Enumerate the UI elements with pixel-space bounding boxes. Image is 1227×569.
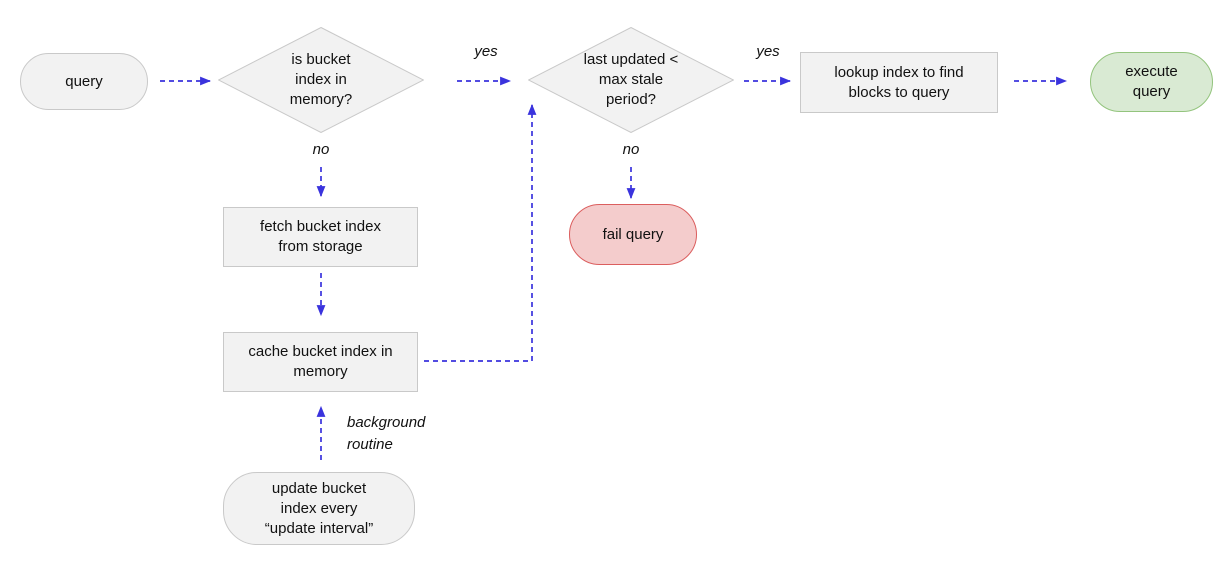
edge-label-yes-stale: yes [756, 43, 780, 60]
edge-cache-to-stale-check [424, 103, 537, 362]
decision-is-bucket-index-in-memory: is bucket index in memory? [218, 27, 424, 133]
node-label: query [65, 72, 103, 90]
node-label: execute query [1125, 63, 1178, 100]
node-label: is bucket index in memory? [289, 51, 353, 108]
node-label: cache bucket index in memory [248, 343, 393, 380]
edge-label-yes-memory: yes [474, 43, 498, 60]
decision-last-updated-max-stale: last updated < max stale period? [528, 27, 734, 133]
node-update-bucket-index: update bucket index every “update interv… [223, 472, 415, 545]
node-label: fetch bucket index from storage [260, 218, 381, 255]
node-query: query [20, 53, 148, 110]
diamond-shape [218, 27, 424, 133]
diamond-shape [528, 27, 734, 133]
node-label: lookup index to find blocks to query [834, 63, 964, 101]
node-cache-bucket-index: cache bucket index in memory [223, 332, 418, 392]
node-fail-query: fail query [569, 204, 697, 265]
node-label: update bucket index every “update interv… [264, 479, 374, 537]
node-fetch-bucket-index: fetch bucket index from storage [223, 207, 418, 267]
node-execute-query: execute query [1090, 52, 1213, 112]
edge-label-no-stale: no [622, 141, 640, 158]
node-lookup-index: lookup index to find blocks to query [800, 52, 998, 113]
edge-label-no-memory: no [312, 141, 330, 158]
edge-label-background-routine: background routine [347, 414, 426, 453]
node-label: last updated < max stale period? [583, 51, 679, 108]
node-label: fail query [602, 225, 664, 243]
